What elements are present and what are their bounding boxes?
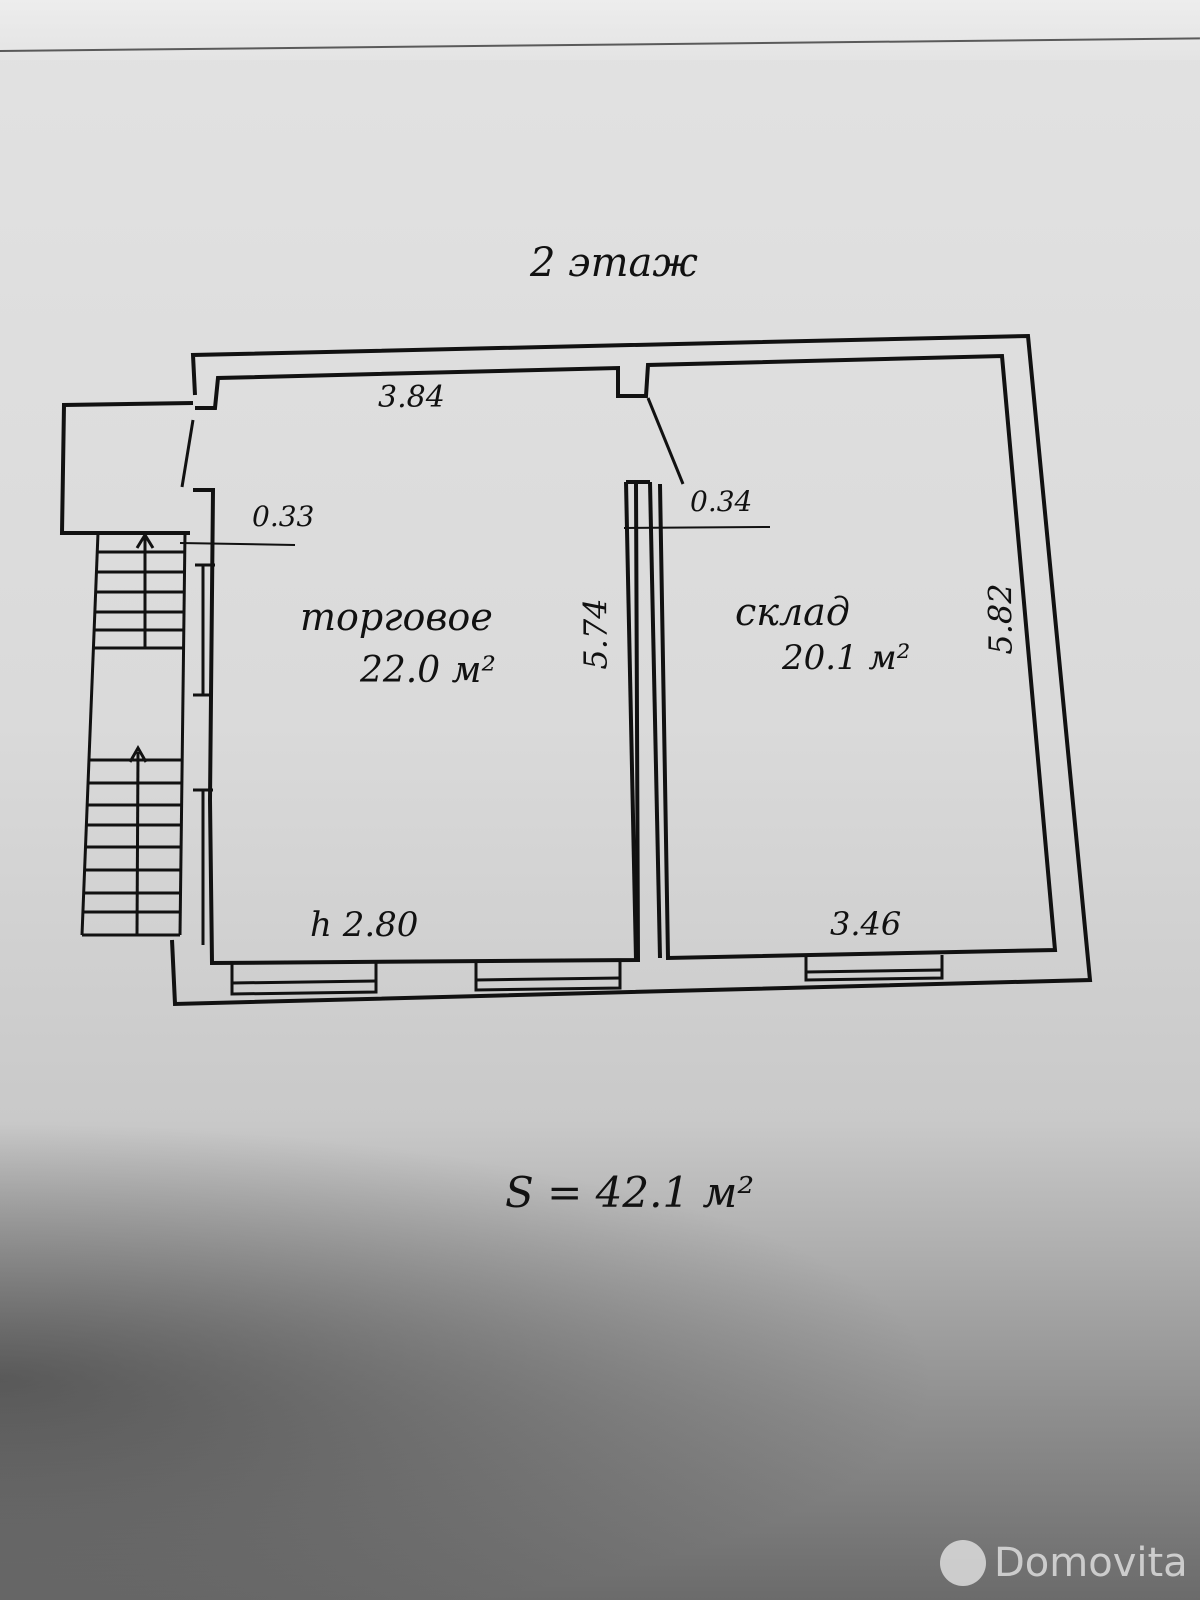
room2-name: склад <box>735 590 850 634</box>
room2-area: 20.1 м² <box>782 638 911 678</box>
door-right <box>646 397 685 485</box>
room1-width-label: 3.84 <box>378 380 445 415</box>
domovita-watermark: Domovita <box>940 1540 1188 1586</box>
room1-area: 22.0 м² <box>360 650 496 691</box>
door-left <box>180 419 195 488</box>
room1-name: торговое <box>300 595 493 639</box>
photo-shadow <box>0 1050 1200 1600</box>
floor-title: 2 этаж <box>530 240 698 286</box>
stair-landing <box>59 401 194 535</box>
room1-length-label: 5.74 <box>576 598 615 670</box>
left-windows <box>193 563 215 945</box>
partition-thickness-label: 0.34 <box>690 485 753 518</box>
watermark-text: Domovita <box>994 1540 1188 1586</box>
paper-top-edge <box>0 0 1200 60</box>
room2-width-label: 3.46 <box>830 905 902 943</box>
ceiling-height-label: h 2.80 <box>310 905 419 945</box>
bottom-windows <box>230 955 944 996</box>
partition-wall <box>624 480 662 961</box>
left-wall-thickness-label: 0.33 <box>252 500 315 533</box>
staircase <box>80 532 187 937</box>
total-area: S = 42.1 м² <box>505 1168 755 1217</box>
domovita-logo-icon <box>940 1540 986 1586</box>
room2-length-label: 5.82 <box>981 583 1020 655</box>
dimension-lines <box>179 526 771 546</box>
outer-wall <box>170 333 1093 1007</box>
